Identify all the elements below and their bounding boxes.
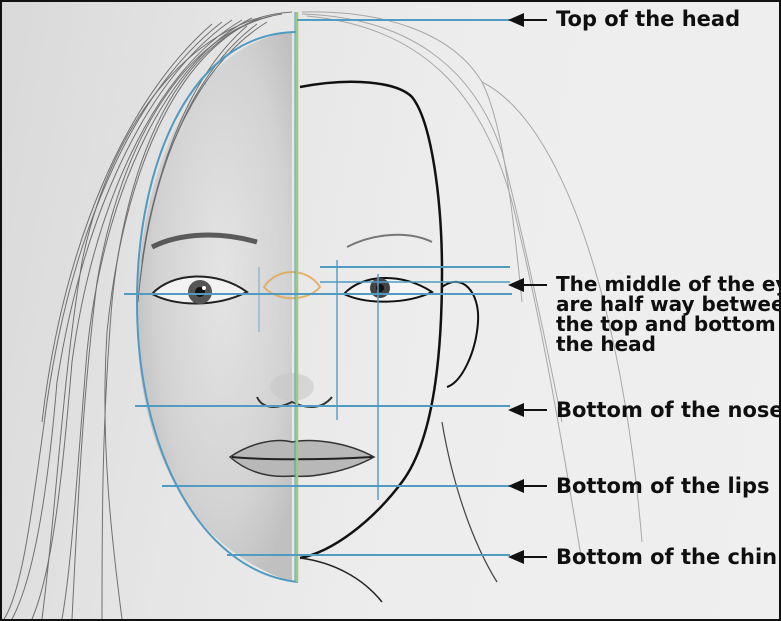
label-bottom-of-lips: Bottom of the lips xyxy=(556,475,769,497)
neck-line-right xyxy=(442,422,497,582)
label-middle-of-eyes-line-3: the top and bottom of xyxy=(556,314,781,334)
label-middle-of-eyes-line-1: The middle of the eyes xyxy=(556,274,781,294)
arrow-middle-of-eyes xyxy=(508,278,547,292)
label-middle-of-eyes-line-4: the head xyxy=(556,334,781,354)
label-middle-of-eyes-line-2: are half way between xyxy=(556,294,781,314)
right-eyebrow xyxy=(347,235,432,247)
label-bottom-of-chin: Bottom of the chin xyxy=(556,546,777,568)
neck-line xyxy=(300,558,382,602)
nose-tip-shade xyxy=(270,373,314,401)
arrow-bottom-of-nose xyxy=(508,403,547,417)
lips xyxy=(230,441,374,477)
arrow-bottom-of-chin xyxy=(508,550,547,564)
label-top-of-head: Top of the head xyxy=(556,8,740,30)
label-bottom-of-nose: Bottom of the nose xyxy=(556,399,781,421)
arrow-bottom-of-lips xyxy=(508,479,547,493)
ear-outline xyxy=(442,282,478,387)
label-middle-of-eyes: The middle of the eyes are half way betw… xyxy=(556,274,781,354)
arrow-top-of-head xyxy=(508,13,547,27)
shaded-left-face xyxy=(137,32,292,582)
